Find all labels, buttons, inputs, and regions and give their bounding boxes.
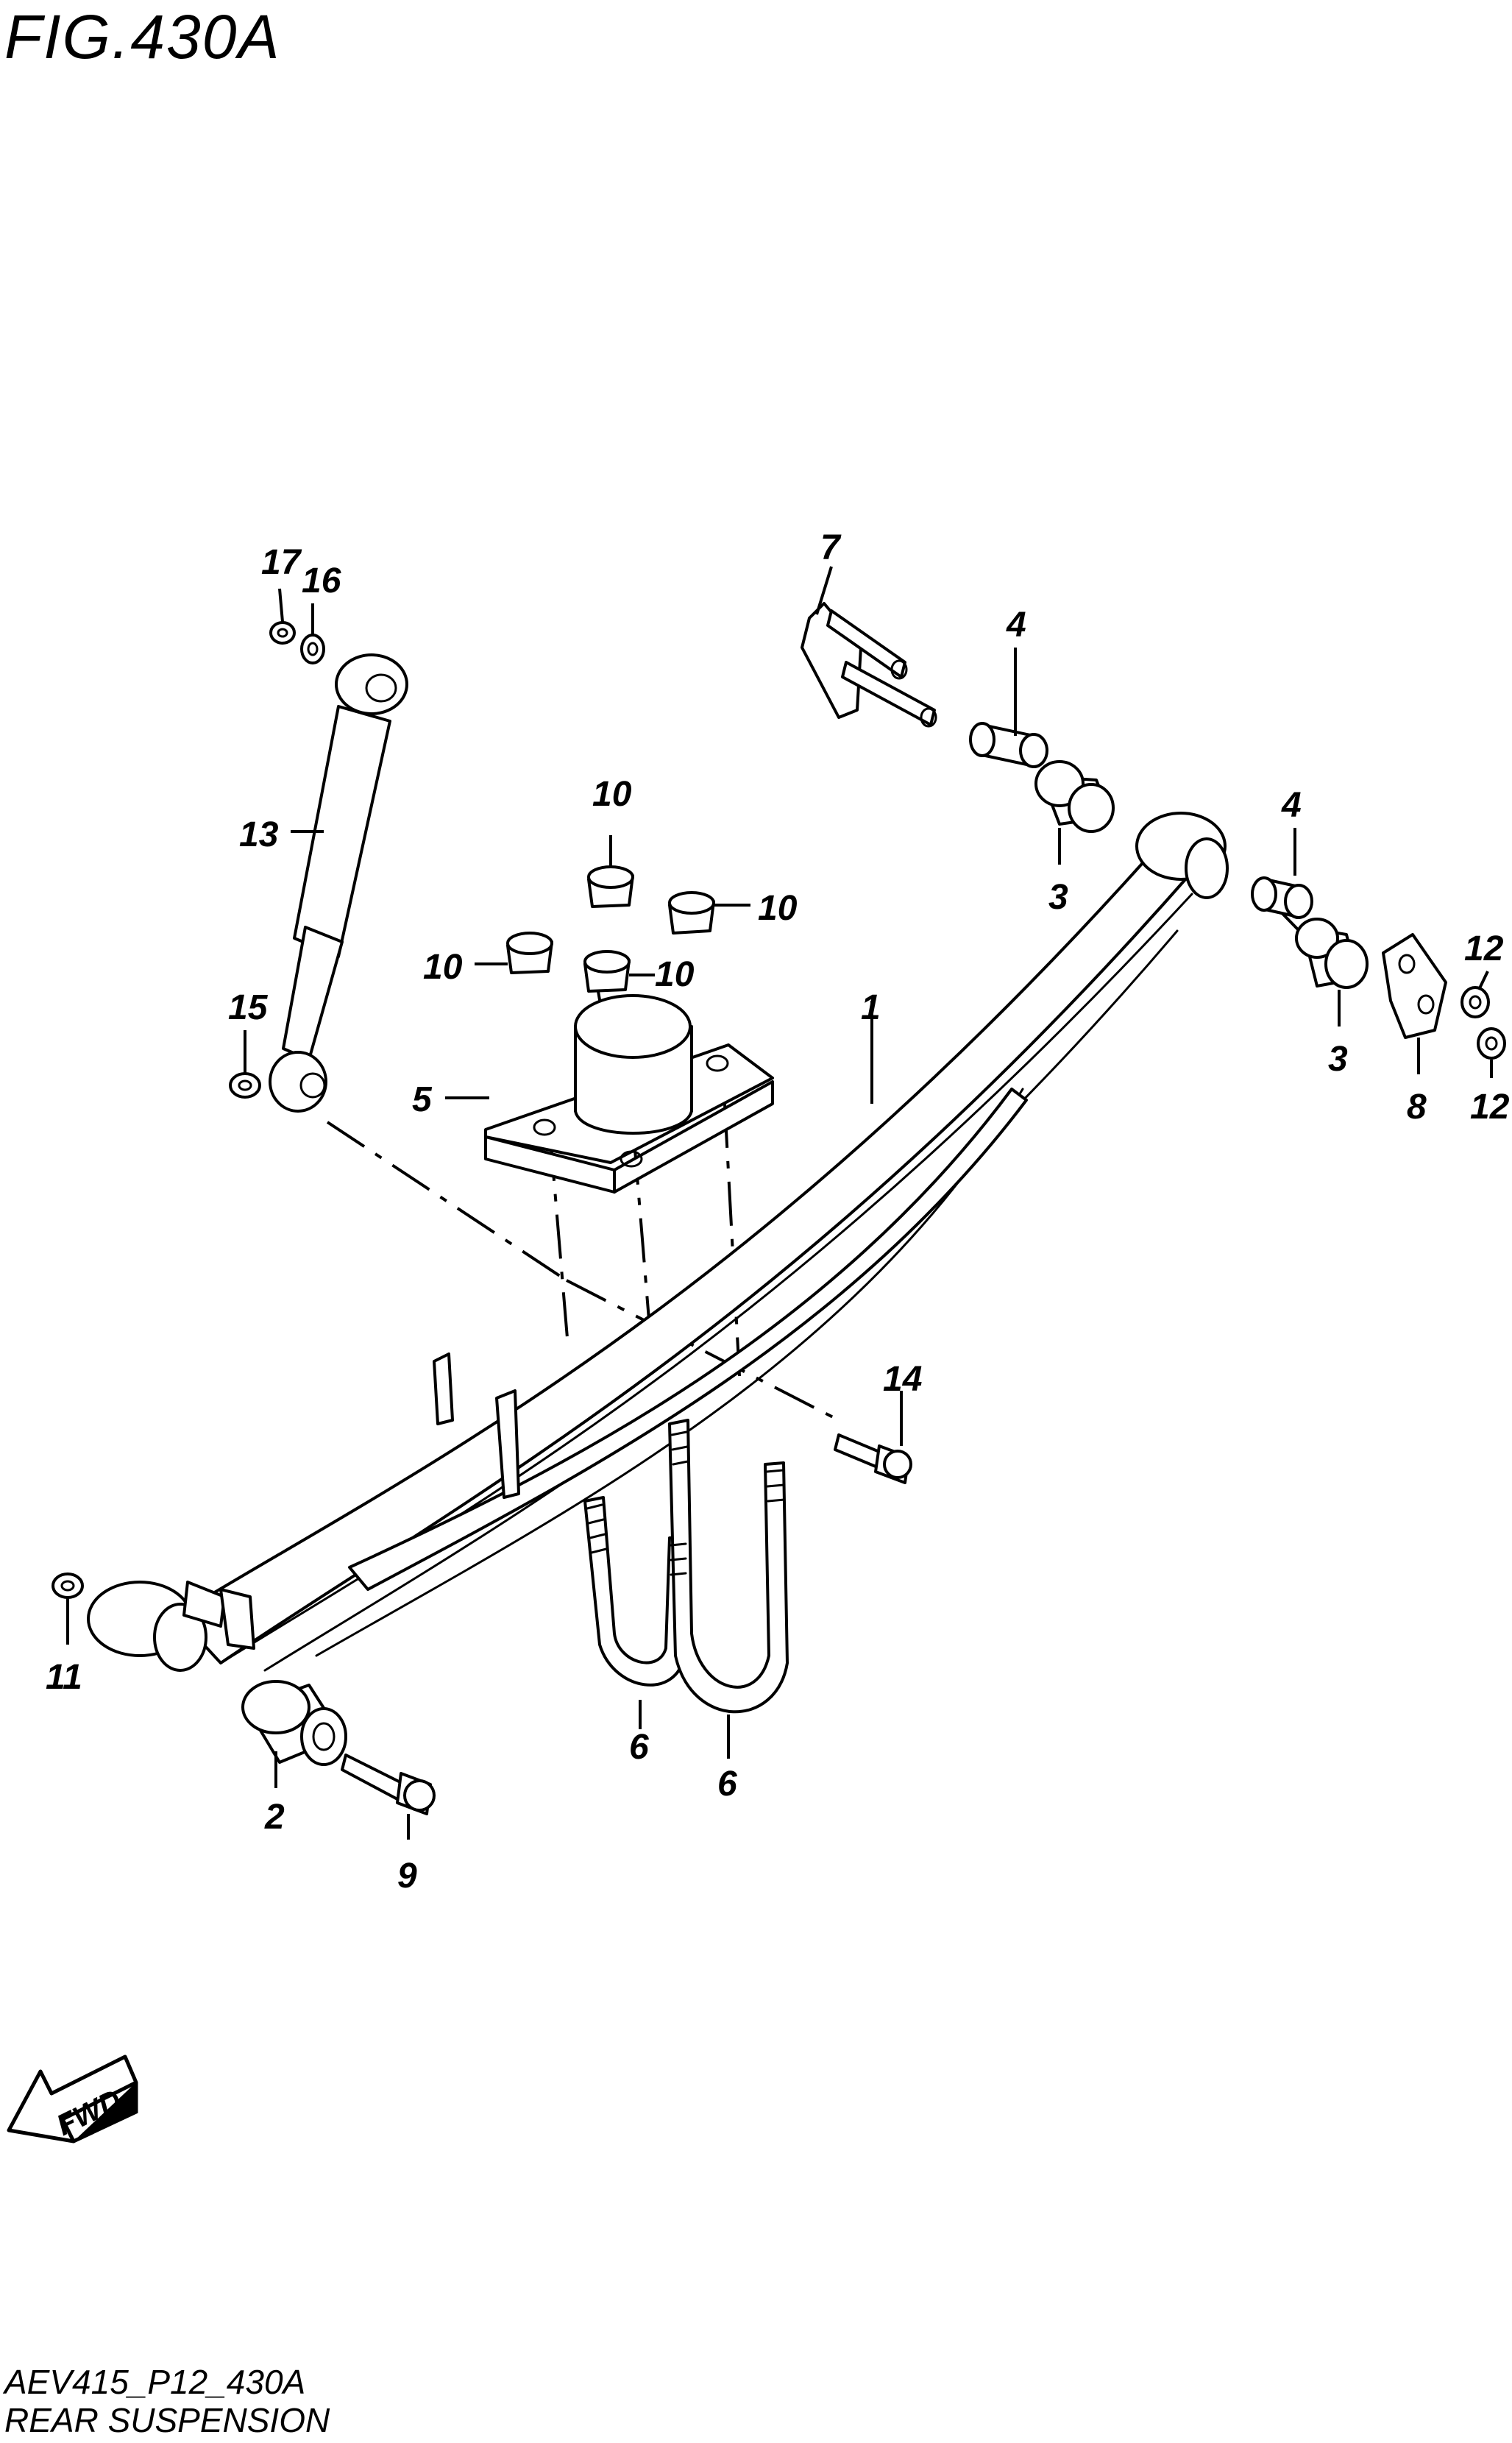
bushing-inner[interactable]: [969, 722, 1048, 768]
nut[interactable]: [1477, 1027, 1506, 1060]
callout-13: 13: [239, 815, 279, 854]
bolt[interactable]: [834, 1433, 912, 1484]
nut-group[interactable]: [506, 865, 715, 993]
drawing-code: AEV415_P12_430A: [4, 2363, 306, 2401]
callout-labels: 1 2 3 3 4 4 5 6 6 7 8 9 10 10 10 10 11 1…: [46, 528, 1510, 1896]
callout-17: 17: [261, 543, 302, 582]
callout-5: 5: [412, 1080, 433, 1119]
bolt[interactable]: [341, 1754, 436, 1815]
fwd-arrow: FWD: [7, 2054, 138, 2144]
shackle[interactable]: [801, 602, 937, 728]
callout-14: 14: [883, 1360, 922, 1399]
rubber-bushing[interactable]: [1034, 760, 1115, 833]
nut[interactable]: [1460, 986, 1490, 1018]
callout-6: 6: [629, 1728, 649, 1767]
callout-10: 10: [758, 889, 798, 928]
callout-10: 10: [423, 948, 463, 987]
callout-1: 1: [861, 988, 881, 1027]
shock-absorber[interactable]: [269, 653, 408, 1113]
washer[interactable]: [300, 634, 325, 664]
nut[interactable]: [269, 621, 296, 645]
nut[interactable]: [52, 1572, 84, 1599]
bushing[interactable]: [241, 1680, 347, 1766]
callout-15: 15: [228, 988, 269, 1027]
callout-11: 11: [46, 1658, 82, 1697]
rubber-bushing[interactable]: [1295, 918, 1369, 989]
callout-4: 4: [1006, 606, 1026, 645]
callout-12: 12: [1464, 929, 1504, 968]
leaf-spring[interactable]: [87, 812, 1229, 1672]
callout-2: 2: [264, 1798, 285, 1837]
callout-16: 16: [302, 561, 341, 600]
callout-7: 7: [820, 528, 842, 567]
spring-seat[interactable]: [484, 994, 774, 1194]
u-bolt[interactable]: [583, 1419, 789, 1714]
callout-4: 4: [1281, 786, 1302, 825]
nut[interactable]: [229, 1072, 261, 1099]
callout-6: 6: [717, 1765, 737, 1804]
callout-3: 3: [1048, 878, 1068, 917]
callout-10: 10: [655, 955, 695, 994]
callout-3: 3: [1328, 1040, 1348, 1079]
figure-caption: REAR SUSPENSION: [4, 2401, 330, 2439]
callout-9: 9: [397, 1857, 417, 1896]
assembly-lines: [326, 896, 1326, 1422]
callout-12: 12: [1470, 1088, 1510, 1127]
bushing-inner[interactable]: [1251, 876, 1313, 919]
callout-8: 8: [1407, 1088, 1427, 1127]
shackle-plate[interactable]: [1382, 933, 1447, 1039]
callout-10: 10: [592, 775, 632, 814]
leader-lines: [66, 566, 1493, 1840]
figure-title: FIG.430A: [4, 2, 281, 71]
